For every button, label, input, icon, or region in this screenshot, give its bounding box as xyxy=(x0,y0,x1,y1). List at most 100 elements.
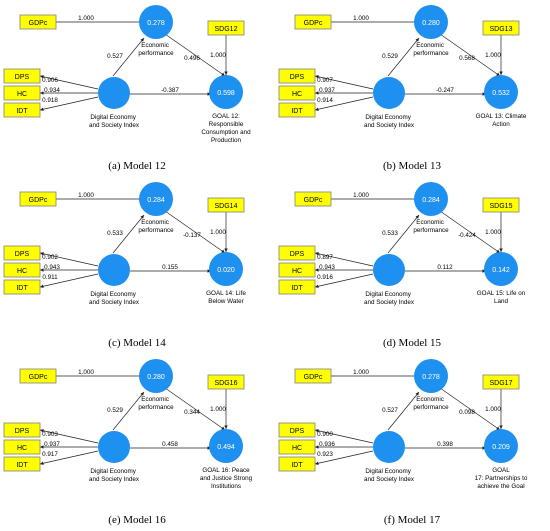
digital-economy-construct xyxy=(98,431,130,463)
digital-economy-label: Digital Economy and Society Index xyxy=(364,468,415,483)
svg-text:IDT: IDT xyxy=(291,462,303,469)
economic-performance-construct xyxy=(139,5,173,39)
gdp-loading-value: 1.000 xyxy=(353,192,369,199)
dps-indicator: DPS xyxy=(3,68,41,84)
svg-text:IDT: IDT xyxy=(16,285,28,292)
sdg-indicator: SDG15 xyxy=(482,197,520,213)
goal-r2: 0.494 xyxy=(217,444,235,451)
path-econ-goal-value: 0.344 xyxy=(184,409,200,416)
path-diagram: GDPc SDG15 DPS HC IDT 0.284 0.142 1.000 … xyxy=(278,182,526,349)
idt-loading-arrow xyxy=(39,273,99,288)
svg-text:GDPc: GDPc xyxy=(304,197,323,204)
path-arrow-dei-econ xyxy=(112,214,145,254)
path-arrow-dei-econ xyxy=(387,37,420,77)
dps-indicator: DPS xyxy=(278,245,316,261)
hc-loading-value: 0.937 xyxy=(44,441,60,448)
path-econ-goal-value: 0.098 xyxy=(459,409,475,416)
economic-performance-label: Economic performance xyxy=(413,42,449,57)
sdg-indicator: SDG12 xyxy=(207,20,245,36)
economic-performance-construct xyxy=(414,359,448,393)
gdpc-indicator: GDPc xyxy=(294,368,332,384)
idt-indicator: IDT xyxy=(3,279,41,295)
path-dei-goal-value: -0.247 xyxy=(436,87,454,94)
idt-loading-value: 0.923 xyxy=(317,451,333,458)
svg-text:DPS: DPS xyxy=(290,428,305,435)
dps-loading-arrow xyxy=(39,252,99,267)
idt-indicator: IDT xyxy=(278,456,316,472)
svg-text:SDG13: SDG13 xyxy=(490,26,513,33)
dps-indicator: DPS xyxy=(278,68,316,84)
goal-r2: 0.598 xyxy=(217,90,235,97)
svg-text:IDT: IDT xyxy=(291,108,303,115)
path-dei-econ-value: 0.529 xyxy=(107,407,123,414)
sdg-loading-value: 1.000 xyxy=(485,229,501,236)
gdpc-indicator: GDPc xyxy=(294,191,332,207)
model-panel: GDPc SDG15 DPS HC IDT 0.284 0.142 1.000 … xyxy=(275,177,550,354)
gdp-loading-value: 1.000 xyxy=(78,192,94,199)
sdg-loading-value: 1.000 xyxy=(485,52,501,59)
model-panel: GDPc SDG16 DPS HC IDT 0.280 0.494 1.000 … xyxy=(0,354,275,531)
goal-construct xyxy=(484,252,518,286)
svg-text:DPS: DPS xyxy=(290,74,305,81)
dps-loading-value: 0.902 xyxy=(42,254,58,261)
economic-performance-r2: 0.284 xyxy=(422,197,440,204)
goal-r2: 0.020 xyxy=(217,267,235,274)
path-dei-econ-value: 0.529 xyxy=(382,53,398,60)
dps-loading-arrow xyxy=(314,252,374,267)
path-diagram: GDPc SDG16 DPS HC IDT 0.280 0.494 1.000 … xyxy=(3,359,253,526)
goal-construct xyxy=(209,429,243,463)
economic-performance-r2: 0.280 xyxy=(422,20,440,27)
path-dei-econ-value: 0.533 xyxy=(382,230,398,237)
dps-indicator: DPS xyxy=(278,422,316,438)
digital-economy-label: Digital Economy and Society Index xyxy=(89,291,140,306)
idt-indicator: IDT xyxy=(3,102,41,118)
sdg-loading-value: 1.000 xyxy=(210,229,226,236)
svg-text:GDPc: GDPc xyxy=(29,374,48,381)
model-panel: GDPc SDG13 DPS HC IDT 0.280 0.532 1.000 … xyxy=(275,0,550,177)
dps-loading-value: 0.903 xyxy=(42,431,58,438)
idt-indicator: IDT xyxy=(278,279,316,295)
dps-loading-value: 0.907 xyxy=(317,77,333,84)
path-econ-goal-value: -0.424 xyxy=(458,232,476,239)
economic-performance-construct xyxy=(414,182,448,216)
digital-economy-construct xyxy=(98,77,130,109)
economic-performance-construct xyxy=(139,359,173,393)
dps-loading-value: 0.897 xyxy=(317,254,333,261)
svg-text:HC: HC xyxy=(292,445,302,452)
goal-r2: 0.142 xyxy=(492,267,510,274)
idt-loading-arrow xyxy=(314,96,374,111)
panel-caption: (c) Model 14 xyxy=(108,337,166,349)
goal-r2: 0.209 xyxy=(492,444,510,451)
digital-economy-label: Digital Economy and Society Index xyxy=(364,114,415,129)
hc-loading-value: 0.937 xyxy=(319,87,335,94)
dps-indicator: DPS xyxy=(3,422,41,438)
hc-indicator: HC xyxy=(3,262,41,278)
panel-caption: (e) Model 16 xyxy=(108,514,166,526)
dps-loading-arrow xyxy=(314,429,374,444)
path-arrow-econ-goal xyxy=(439,210,501,254)
svg-text:GDPc: GDPc xyxy=(304,20,323,27)
svg-text:SDG16: SDG16 xyxy=(215,380,238,387)
svg-text:HC: HC xyxy=(17,445,27,452)
digital-economy-construct xyxy=(373,431,405,463)
idt-indicator: IDT xyxy=(3,456,41,472)
path-arrow-econ-goal xyxy=(164,33,226,77)
sdg-indicator: SDG14 xyxy=(207,197,245,213)
gdp-loading-value: 1.000 xyxy=(353,15,369,22)
svg-text:DPS: DPS xyxy=(15,428,30,435)
dps-indicator: DPS xyxy=(3,245,41,261)
digital-economy-label: Digital Economy and Society Index xyxy=(364,291,415,306)
idt-indicator: IDT xyxy=(278,102,316,118)
idt-loading-value: 0.917 xyxy=(42,451,58,458)
dps-loading-arrow xyxy=(39,429,99,444)
idt-loading-value: 0.911 xyxy=(42,274,58,281)
idt-loading-value: 0.918 xyxy=(42,97,58,104)
path-diagram: GDPc SDG12 DPS HC IDT 0.278 0.598 1.000 … xyxy=(3,5,251,172)
digital-economy-label: Digital Economy and Society Index xyxy=(89,114,140,129)
svg-text:SDG12: SDG12 xyxy=(215,26,238,33)
digital-economy-construct xyxy=(98,254,130,286)
path-econ-goal-value: 0.568 xyxy=(459,55,475,62)
economic-performance-r2: 0.280 xyxy=(147,374,165,381)
